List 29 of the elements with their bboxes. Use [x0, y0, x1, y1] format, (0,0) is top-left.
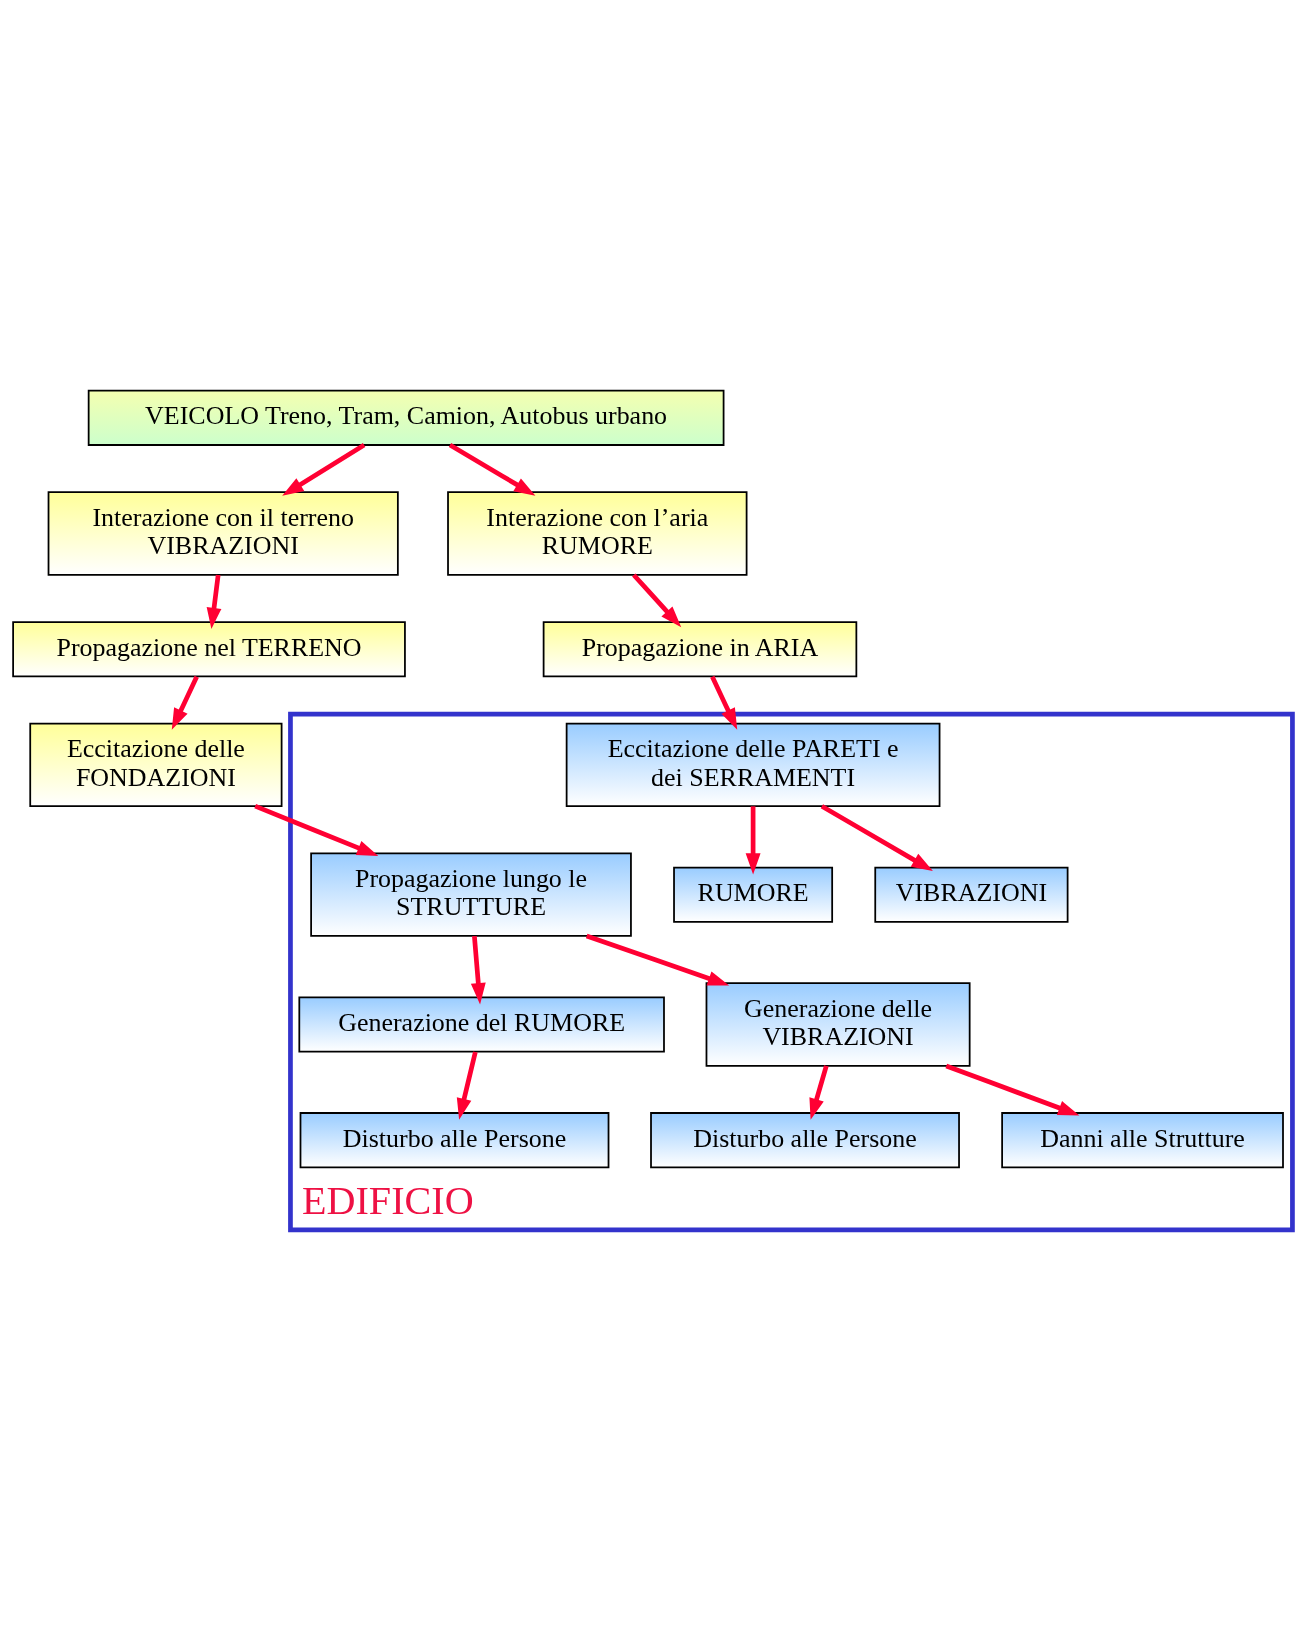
- node-box: RUMORE: [673, 866, 834, 923]
- node-box: Generazione del RUMORE: [298, 995, 665, 1052]
- arrow: [820, 803, 933, 871]
- arrow: [632, 572, 682, 627]
- arrow: [206, 574, 222, 629]
- arrow: [282, 442, 366, 496]
- arrow: [745, 805, 761, 875]
- node-box: Propagazione nel TERRENO: [12, 620, 406, 677]
- arrow: [448, 442, 536, 496]
- arrow: [710, 675, 738, 730]
- node-box: Interazione con il terreno VIBRAZIONI: [47, 490, 399, 576]
- node-box: VEICOLO Treno, Tram, Camion, Autobus urbano: [87, 389, 725, 446]
- node-box: Disturbo alle Persone: [299, 1111, 610, 1168]
- node-box: Eccitazione delle FONDAZIONI: [29, 722, 283, 807]
- node-box: Propagazione lungo le STRUTTURE: [310, 851, 632, 937]
- arrow: [470, 935, 486, 1004]
- node-box: Disturbo alle Persone: [650, 1111, 960, 1168]
- arrow: [254, 803, 379, 856]
- node-box: Generazione delle VIBRAZIONI: [705, 981, 971, 1067]
- node-box: Eccitazione delle PARETI e dei SERRAMENTI: [565, 722, 941, 807]
- arrow: [171, 675, 199, 730]
- node-box: VIBRAZIONI: [874, 866, 1069, 923]
- arrow: [809, 1064, 829, 1120]
- arrow: [585, 933, 730, 986]
- arrow: [945, 1063, 1080, 1115]
- node-box: Propagazione in ARIA: [542, 620, 858, 677]
- node-box: Interazione con l’aria RUMORE: [447, 490, 748, 576]
- node-box: Danni alle Strutture: [1001, 1111, 1284, 1168]
- arrow: [456, 1050, 478, 1120]
